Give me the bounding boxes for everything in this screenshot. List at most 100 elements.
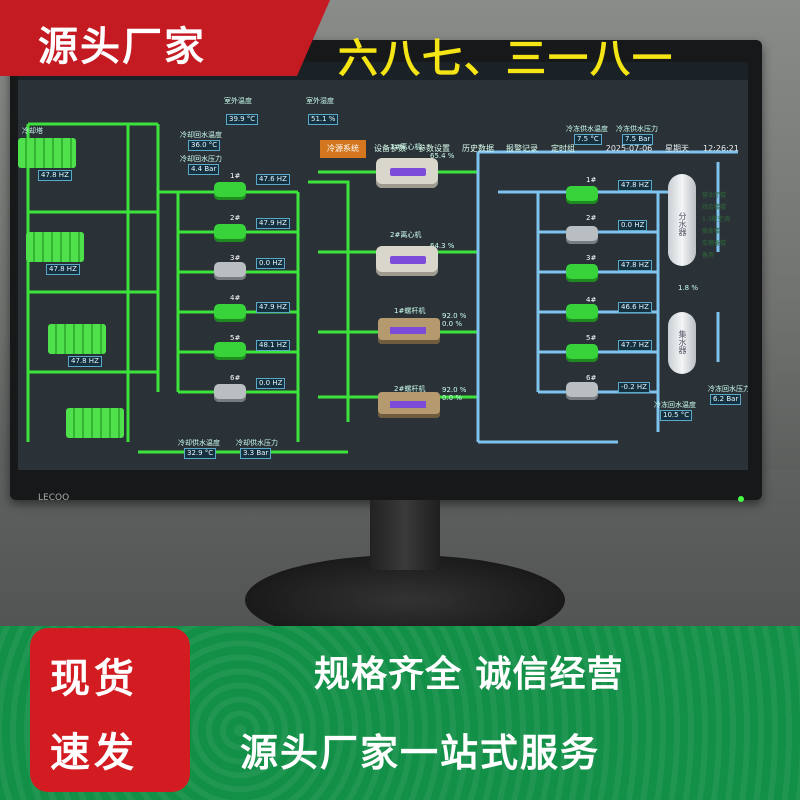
- tab-history[interactable]: 历史数据: [462, 144, 494, 153]
- cooling-return-pressure-label: 冷却回水压力: [180, 155, 222, 163]
- chiller-2-name: 2#离心机: [390, 231, 422, 239]
- monitor-stand-neck: [370, 500, 440, 570]
- outdoor-temp-value: 39.9 °C: [226, 114, 259, 125]
- cooling-pump-2[interactable]: [214, 224, 246, 242]
- cooling-pump-1-num: 1#: [230, 172, 241, 180]
- chilled-return-label: 冷冻回水温度: [654, 401, 696, 409]
- cooling-pump-1-freq: 47.6 HZ: [256, 174, 290, 185]
- cooling-pump-6-num: 6#: [230, 374, 241, 382]
- chilled-pump-6[interactable]: [566, 382, 598, 400]
- cooling-supply-pressure-label: 冷却供水压力: [236, 439, 278, 447]
- centrifugal-chiller-2[interactable]: [376, 246, 438, 276]
- cooling-pump-5[interactable]: [214, 342, 246, 360]
- banner-top-left: 源头厂家: [0, 0, 330, 76]
- screw-chiller-2-name: 2#螺杆机: [394, 385, 426, 393]
- badge-line-2: 速发: [50, 730, 138, 776]
- chilled-pump-6-freq: -0.2 HZ: [618, 382, 650, 393]
- chilled-pump-3[interactable]: [566, 264, 598, 282]
- supply-manifold-tank[interactable]: [668, 174, 696, 266]
- chilled-return-pressure-value: 6.2 Bar: [710, 394, 742, 405]
- screw-chiller-1-name: 1#螺杆机: [394, 307, 426, 315]
- time-display: 12:26:21: [703, 144, 739, 153]
- date-display: 2025-07-06: [605, 144, 653, 153]
- branch-item[interactable]: 宿舍楼: [702, 228, 721, 235]
- branch-item[interactable]: 综合楼楼: [702, 204, 727, 211]
- cooling-pump-2-freq: 47.9 HZ: [256, 218, 290, 229]
- chilled-pump-5-num: 5#: [586, 334, 597, 342]
- supply-manifold-label: 分水器: [678, 212, 687, 236]
- branch-item[interactable]: 车棚备楼: [702, 240, 727, 247]
- branch-item[interactable]: 备用: [702, 252, 715, 259]
- chilled-supply-label: 冷冻供水温度: [566, 125, 608, 133]
- tab-timer[interactable]: 定时组: [551, 144, 575, 153]
- chilled-pump-4-num: 4#: [586, 296, 597, 304]
- return-manifold-tank[interactable]: [668, 312, 696, 374]
- branch-item[interactable]: 1-3楼空调: [702, 216, 730, 223]
- chilled-pump-3-num: 3#: [586, 254, 597, 262]
- weekday-display: 星期天: [665, 144, 689, 153]
- cooling-pump-4-freq: 47.9 HZ: [256, 302, 290, 313]
- cooling-pump-2-num: 2#: [230, 214, 241, 222]
- badge-line-1: 现货: [50, 656, 138, 702]
- chilled-supply-pressure-label: 冷冻供水压力: [616, 125, 658, 133]
- cooling-pump-1[interactable]: [214, 182, 246, 200]
- cooling-tower-4[interactable]: [66, 408, 124, 438]
- cooling-pump-3-num: 3#: [230, 254, 241, 262]
- chilled-pump-1-freq: 47.8 HZ: [618, 180, 652, 191]
- screw-chiller-2[interactable]: [378, 392, 440, 418]
- outdoor-humidity-label: 室外湿度: [306, 97, 334, 105]
- cooling-tower-3[interactable]: [48, 324, 106, 354]
- chilled-pump-2-freq: 0.0 HZ: [618, 220, 648, 231]
- banner-top-right-text: 六八七、三一八一: [338, 36, 674, 82]
- chilled-pump-1[interactable]: [566, 186, 598, 204]
- cooling-pump-4[interactable]: [214, 304, 246, 322]
- scada-screen: 冷源系统 设备参数 参数设置 历史数据 报警记录 定时组 2025-07-06 …: [18, 62, 748, 470]
- chilled-pump-2[interactable]: [566, 226, 598, 244]
- cooling-supply-label: 冷却供水温度: [178, 439, 220, 447]
- tower-freq-3: 47.8 HZ: [68, 356, 102, 367]
- monitor-brand-logo: LECOO: [38, 493, 70, 503]
- centrifugal-chiller-1[interactable]: [376, 158, 438, 188]
- cooling-pump-3[interactable]: [214, 262, 246, 280]
- tab-param-settings[interactable]: 参数设置: [418, 144, 450, 153]
- bypass-value: 1.8 %: [678, 284, 699, 292]
- cooling-supply-pressure-value: 3.3 Bar: [240, 448, 272, 459]
- cooling-return-value: 36.0 °C: [188, 140, 221, 151]
- tower-freq-2: 47.8 HZ: [46, 264, 80, 275]
- cooling-supply-value: 32.9 °C: [184, 448, 217, 459]
- cooling-pump-4-num: 4#: [230, 294, 241, 302]
- cooling-pump-5-num: 5#: [230, 334, 241, 342]
- chilled-pump-2-num: 2#: [586, 214, 597, 222]
- chilled-pump-4[interactable]: [566, 304, 598, 322]
- chilled-pump-1-num: 1#: [586, 176, 597, 184]
- screw-chiller-1[interactable]: [378, 318, 440, 344]
- chilled-supply-value: 7.5 °C: [574, 134, 602, 145]
- chiller-1-indicator: [390, 168, 426, 176]
- tab-alarms[interactable]: 报警记录: [506, 144, 538, 153]
- screw-chiller-2-indicator: [390, 401, 426, 408]
- cooling-return-pressure-value: 4.4 Bar: [188, 164, 220, 175]
- cooling-pump-6[interactable]: [214, 384, 246, 402]
- screw-chiller-1-load2: 0.0 %: [442, 320, 463, 328]
- chilled-pump-3-freq: 47.8 HZ: [618, 260, 652, 271]
- chilled-pump-5[interactable]: [566, 344, 598, 362]
- power-led-icon: [738, 496, 744, 502]
- tab-device-params[interactable]: 设备参数: [374, 144, 406, 153]
- branch-item[interactable]: 营业厅楼: [702, 192, 727, 199]
- chiller-2-load: 64.3 %: [430, 242, 455, 250]
- return-manifold-label: 集水器: [678, 330, 687, 354]
- chiller-1-load: 65.4 %: [430, 152, 455, 160]
- screw-chiller-2-load: 92.0 %: [442, 386, 467, 394]
- cooling-pump-3-freq: 0.0 HZ: [256, 258, 286, 269]
- cooling-tower-1[interactable]: [18, 138, 76, 168]
- tab-cold-source[interactable]: 冷源系统: [320, 140, 366, 158]
- cooling-tower-2[interactable]: [26, 232, 84, 262]
- cooling-pump-5-freq: 48.1 HZ: [256, 340, 290, 351]
- banner-top-left-text: 源头厂家: [38, 24, 206, 70]
- branch-list: 营业厅楼 综合楼楼 1-3楼空调 宿舍楼 车棚备楼 备用: [702, 190, 730, 262]
- tower-freq-1: 47.8 HZ: [38, 170, 72, 181]
- screw-chiller-2-load2: 0.0 %: [442, 394, 463, 402]
- section-label: 冷却塔: [22, 127, 43, 135]
- chilled-return-pressure-label: 冷冻回水压力: [708, 385, 748, 393]
- bottom-left-red-badge: 现货 速发: [30, 628, 190, 792]
